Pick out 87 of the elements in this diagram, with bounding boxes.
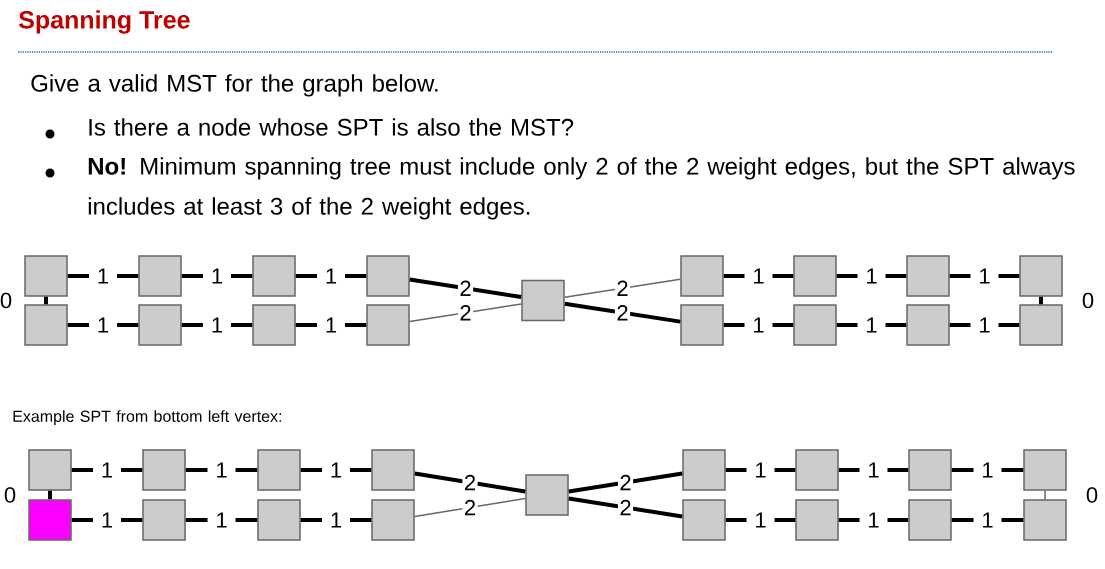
- weight-label: 2: [617, 473, 634, 492]
- weight-label: 2: [614, 303, 631, 322]
- vertex-box: [793, 255, 837, 297]
- vertex-box: [525, 474, 569, 516]
- vertex-box: [28, 449, 72, 491]
- weight-label: 1: [859, 460, 888, 480]
- weight-label: 1: [93, 510, 121, 530]
- weight-label: 1: [322, 460, 350, 480]
- weight-label: 2: [614, 279, 631, 298]
- edge-line: [564, 301, 681, 324]
- vertex-box: [1019, 304, 1063, 346]
- weight-label: 0: [0, 292, 12, 309]
- vertex-box: [908, 499, 952, 541]
- vertex-box: [795, 449, 839, 491]
- weight-label: 0: [4, 487, 16, 503]
- vertex-box: [521, 279, 565, 322]
- weight-label: 1: [322, 510, 350, 530]
- vertex-box: [257, 499, 301, 541]
- edge-line: [1039, 296, 1043, 305]
- vertex-box: [142, 499, 186, 541]
- weight-label: 2: [462, 473, 478, 492]
- weight-label: 1: [970, 266, 999, 286]
- vertex-box: [252, 255, 296, 297]
- vertex-box: [680, 255, 724, 297]
- vertex-box: [906, 255, 950, 297]
- vertex-box: [366, 304, 410, 346]
- vertex-box: [680, 304, 724, 346]
- text-line: No! Minimum spanning tree must include only 2 of the 2 weight edges, but the SPT always includes at least 3 of the 2 weight edges.: [88, 157, 1075, 220]
- weight-label: 1: [746, 460, 775, 480]
- weight-label: 2: [457, 303, 474, 322]
- vertex-box: [366, 255, 410, 297]
- weight-label: 1: [744, 315, 773, 335]
- edge-line: [414, 497, 526, 518]
- weight-label: 2: [462, 498, 478, 517]
- text-line: Is there a node whose SPT is also the MST?: [89, 118, 574, 136]
- weight-label: 1: [859, 510, 888, 530]
- edge-line: [409, 277, 522, 300]
- vertex-box: [682, 449, 726, 491]
- vertex-box: [682, 499, 726, 541]
- vertex-box: [257, 449, 301, 491]
- vertex-box: [1019, 255, 1063, 297]
- vertex-box: [1023, 499, 1067, 541]
- vertex-box: [371, 449, 415, 491]
- weight-label: 1: [973, 460, 1002, 480]
- vertex-box: [142, 449, 186, 491]
- weight-label: 1: [744, 266, 773, 286]
- weight-label: 1: [89, 266, 117, 286]
- vertex-box: [24, 304, 68, 346]
- slide-title: Spanning Tree: [18, 10, 190, 34]
- vertex-box: [908, 449, 952, 491]
- edge-line: [48, 490, 52, 500]
- edge-line: [568, 471, 683, 494]
- weight-label: 2: [617, 498, 634, 517]
- edge-line: [568, 496, 683, 519]
- weight-label: 1: [93, 460, 121, 480]
- weight-label: 1: [317, 315, 345, 335]
- weight-label: 1: [973, 510, 1002, 530]
- edge-line: [414, 471, 526, 494]
- weight-label: 1: [857, 315, 886, 335]
- weight-label: 1: [746, 510, 775, 530]
- vertex-box: [138, 304, 182, 346]
- weight-label: 1: [207, 460, 236, 480]
- weight-label: 0: [1086, 487, 1098, 503]
- weight-label: 1: [203, 266, 231, 286]
- vertex-box: [28, 499, 72, 541]
- edge-line: [409, 303, 522, 323]
- edge-line: [564, 278, 681, 298]
- vertex-box: [24, 255, 68, 297]
- edge-line: [1044, 490, 1046, 500]
- weight-label: 1: [857, 266, 886, 286]
- weight-label: 0: [1082, 292, 1094, 309]
- vertex-box: [906, 304, 950, 346]
- vertex-box: [138, 255, 182, 297]
- edge-line: [44, 296, 48, 305]
- vertex-box: [1023, 449, 1067, 491]
- weight-label: 2: [457, 279, 474, 298]
- vertex-box: [793, 304, 837, 346]
- weight-label: 1: [317, 266, 345, 286]
- weight-label: 1: [970, 315, 999, 335]
- weight-label: 1: [203, 315, 231, 335]
- vertex-box: [795, 499, 839, 541]
- weight-label: 1: [89, 315, 117, 335]
- weight-label: 1: [207, 510, 236, 530]
- text-line: Give a valid MST for the graph below.: [31, 74, 438, 97]
- vertex-box: [252, 304, 296, 346]
- text-line: Example SPT from bottom left vertex:: [13, 410, 282, 426]
- vertex-box: [371, 499, 415, 541]
